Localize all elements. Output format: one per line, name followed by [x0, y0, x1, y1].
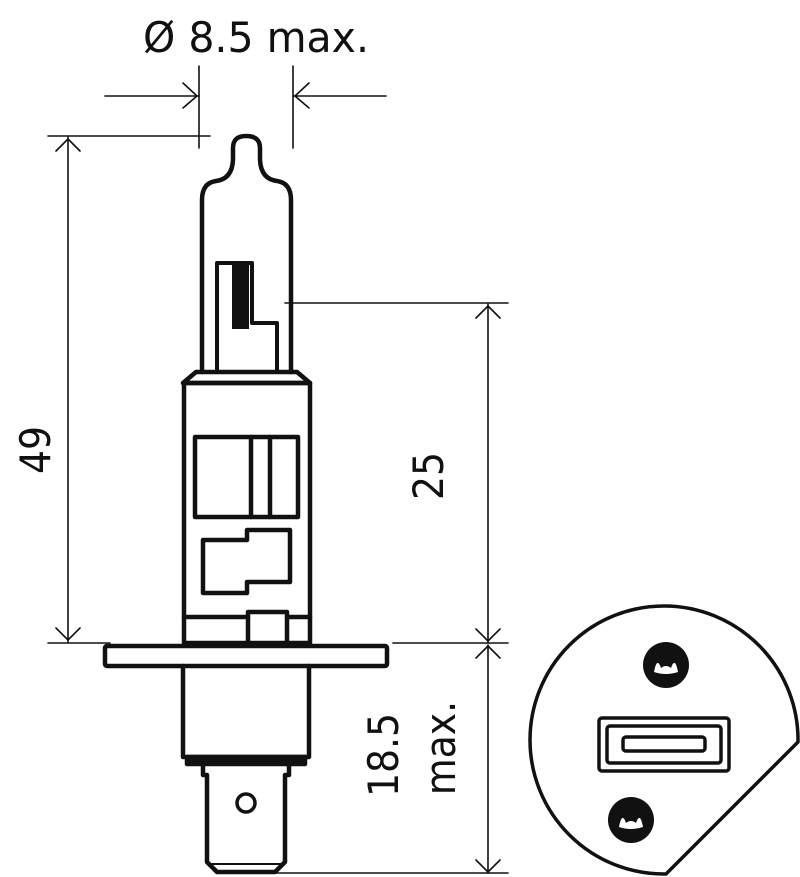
- height-49-label: 49: [11, 426, 60, 474]
- connector-inner: [605, 724, 723, 765]
- base-body: [181, 380, 313, 646]
- arrow-right-icon: [182, 82, 198, 109]
- arrow-down-icon: [475, 628, 501, 642]
- base-outline: [528, 604, 800, 876]
- arrow-up-icon: [475, 305, 501, 319]
- base-18-5-dimension: [271, 644, 509, 874]
- filament-icon: [232, 263, 249, 329]
- connector-slot: [621, 735, 707, 753]
- lower-body-ledge: [184, 754, 308, 767]
- diameter-label: Ø 8.5 max.: [143, 13, 369, 62]
- arrow-down-icon: [475, 859, 501, 873]
- base-length-qualifier-label: max.: [416, 701, 465, 795]
- height-25-dimension: [284, 302, 509, 644]
- arrow-up-icon: [55, 138, 81, 152]
- flange-plate: [102, 643, 390, 669]
- lower-body: [180, 663, 312, 760]
- arrow-up-icon: [475, 645, 501, 659]
- contact-blade: [200, 761, 292, 875]
- rivet-bottom-icon: [608, 797, 654, 843]
- connector-outer: [597, 716, 731, 773]
- height-25-label: 25: [404, 452, 453, 500]
- base-length-value-label: 18.5: [359, 713, 408, 797]
- bottom-tab: [245, 609, 290, 646]
- blade-hole-icon: [235, 792, 257, 814]
- glass-envelope: [199, 133, 294, 375]
- bulb-side-view: [102, 133, 390, 875]
- height-49-dimension: [47, 135, 211, 644]
- upper-window: [192, 434, 301, 520]
- bulb-bottom-view: [528, 604, 800, 876]
- lower-window: [200, 527, 293, 596]
- arrow-down-icon: [55, 627, 81, 641]
- filament-support: [215, 261, 279, 372]
- rivet-top-icon: [643, 642, 689, 688]
- diameter-dimension: [104, 65, 387, 149]
- arrow-left-icon: [294, 82, 310, 109]
